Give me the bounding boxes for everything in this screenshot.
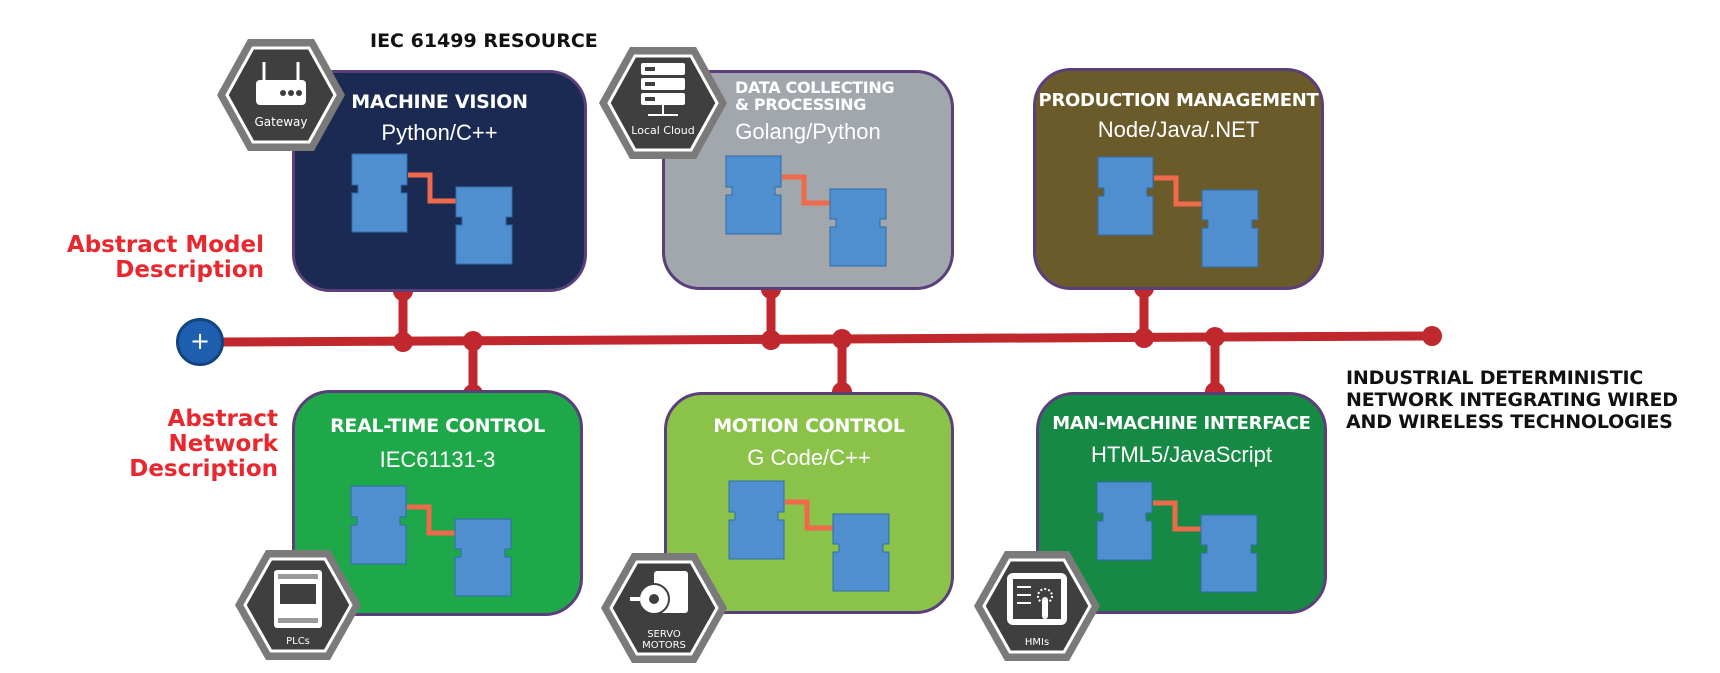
box-subtitle: HTML5/JavaScript	[1091, 442, 1272, 467]
servo-motors-label: SERVO MOTORS	[642, 629, 686, 651]
box-subtitle: G Code/C++	[747, 445, 871, 470]
bus-end-node	[1422, 326, 1442, 346]
network-description-label: INDUSTRIAL DETERMINISTIC NETWORK INTEGRA…	[1346, 367, 1678, 433]
plcs-device: PLCs	[234, 548, 362, 662]
bus-node	[1134, 328, 1154, 348]
bus-node	[463, 331, 483, 351]
box-title: MOTION CONTROL	[713, 415, 905, 437]
gateway-label: Gateway	[254, 115, 308, 129]
bus-node	[393, 332, 413, 352]
server-rack-icon	[599, 47, 727, 159]
plc-icon	[235, 550, 361, 660]
router-icon	[217, 39, 345, 151]
bus-node	[1205, 327, 1225, 347]
box-subtitle: Golang/Python	[735, 119, 881, 144]
box-title: REAL-TIME CONTROL	[330, 415, 545, 437]
hmis-label: HMIs	[1024, 637, 1050, 648]
box-title: DATA COLLECTING & PROCESSING	[735, 78, 895, 114]
box-subtitle: Node/Java/.NET	[1097, 117, 1260, 142]
servo-motors-device: SERVO MOTORS	[600, 551, 728, 665]
bus-node	[832, 329, 852, 349]
production-management-box: PRODUCTION MANAGEMENT Node/Java/.NET	[1033, 68, 1324, 290]
plcs-label: PLCs	[286, 636, 310, 647]
touch-screen-icon	[974, 551, 1100, 661]
resource-label: IEC 61499 RESOURCE	[370, 30, 598, 52]
gateway-device: Gateway	[216, 37, 346, 153]
add-button[interactable]: +	[176, 318, 224, 366]
servo-motor-icon	[601, 553, 727, 663]
box-subtitle: Python/C++	[381, 120, 498, 145]
hmis-device: HMIs	[973, 549, 1101, 663]
bus-line	[217, 331, 1437, 347]
box-title: MAN-MACHINE INTERFACE	[1052, 413, 1311, 434]
box-title: PRODUCTION MANAGEMENT	[1038, 90, 1319, 111]
local-cloud-label: Local Cloud	[631, 124, 695, 137]
box-subtitle: IEC61131-3	[379, 447, 496, 472]
abstract-network-label: Abstract Network Description	[129, 406, 278, 482]
box-title: MACHINE VISION	[351, 91, 528, 113]
local-cloud-device: Local Cloud	[598, 45, 728, 161]
abstract-model-label: Abstract Model Description	[66, 232, 264, 283]
bus-node	[761, 330, 781, 350]
